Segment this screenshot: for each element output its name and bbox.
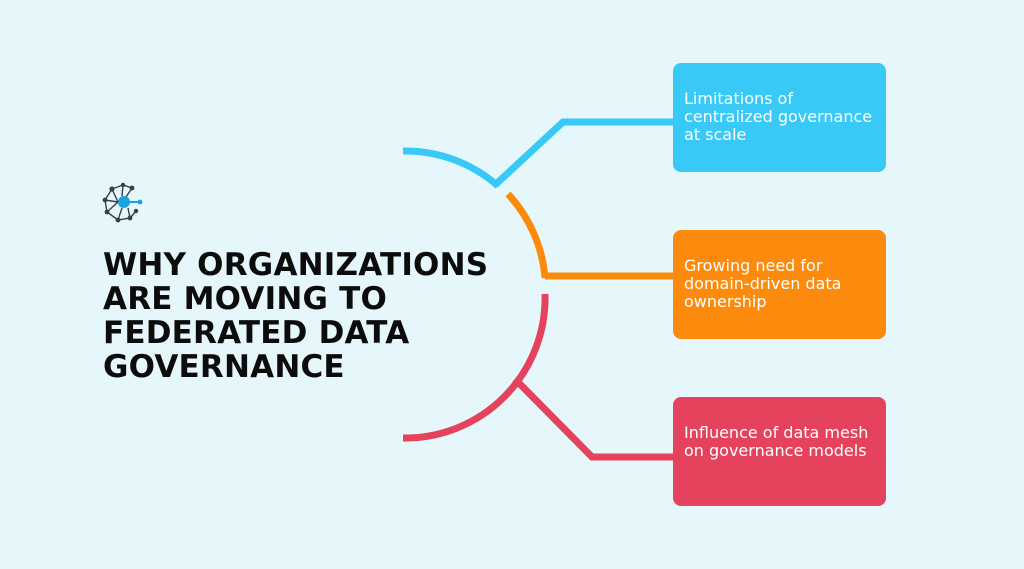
network-globe-icon (98, 178, 148, 228)
card-domain-ownership: Growing need for domain-driven data owne… (673, 230, 886, 339)
connector-blue (492, 118, 673, 188)
arc-segment-red (402, 293, 549, 442)
arc-segment-orange (505, 191, 549, 279)
connector-red (512, 376, 673, 461)
card-centralized-limitations: Limitations of centralized governance at… (673, 63, 886, 172)
card-text: Growing need for domain-driven data owne… (684, 256, 842, 311)
diagram-title: WHY ORGANIZATIONS ARE MOVING TO FEDERATE… (103, 247, 489, 385)
card-text: Limitations of centralized governance at… (684, 89, 873, 144)
card-data-mesh-influence: Influence of data mesh on governance mod… (673, 397, 886, 506)
arc-segment-blue (402, 147, 501, 189)
card-text: Influence of data mesh on governance mod… (684, 423, 869, 460)
